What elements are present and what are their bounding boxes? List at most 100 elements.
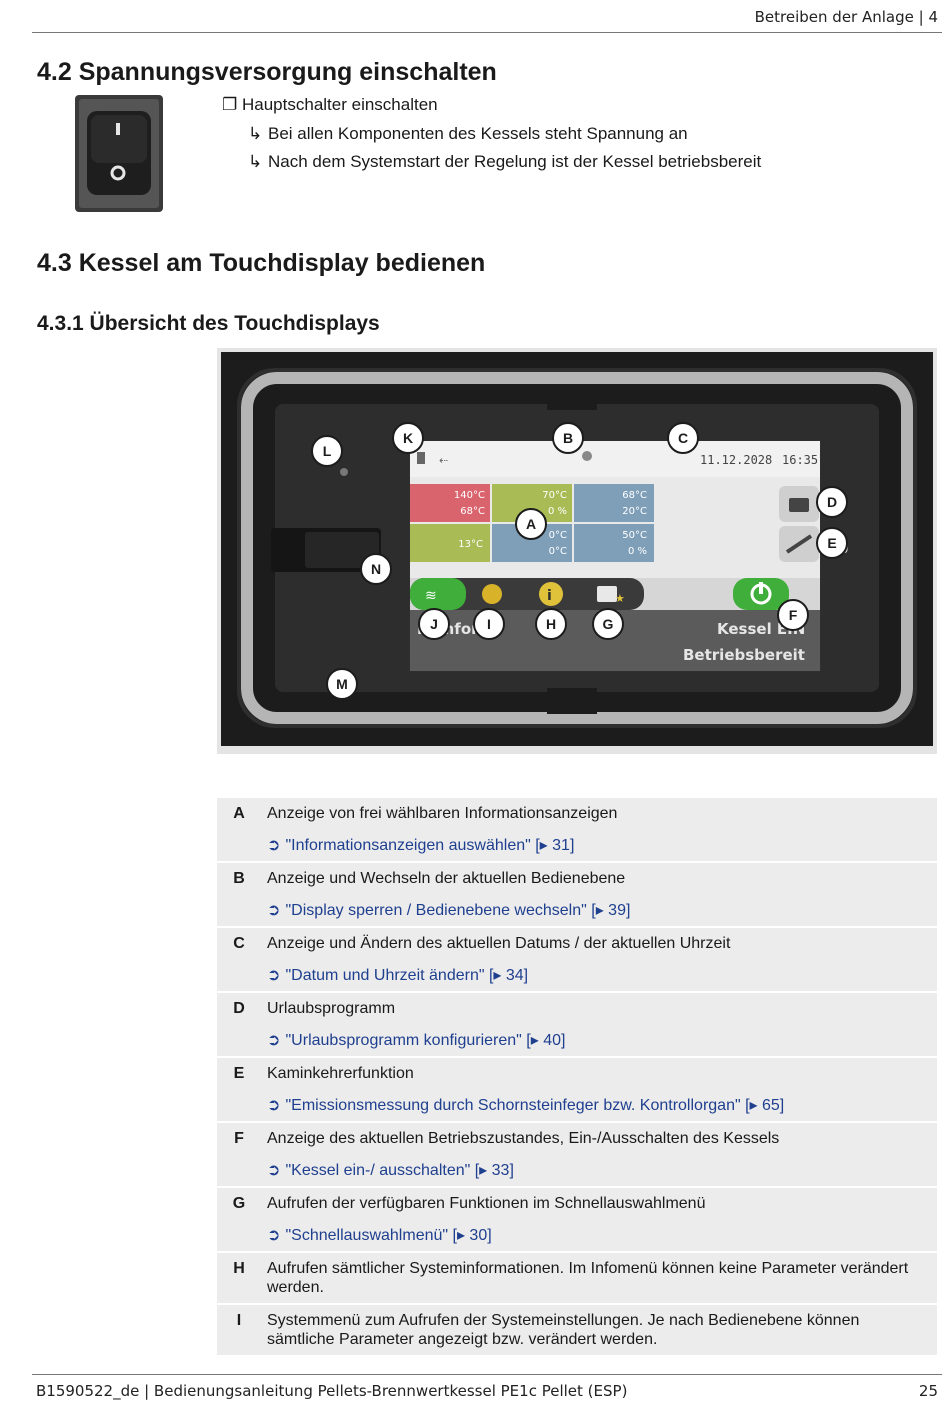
checkbox-icon: ❐ <box>222 95 238 115</box>
legend-row: G Aufrufen der verfügbaren Funktionen im… <box>217 1186 937 1252</box>
suitcase-icon <box>789 498 809 512</box>
cross-reference-link[interactable]: ➲ "Kessel ein-/ ausschalten" [▸ 33] <box>267 1160 925 1180</box>
result-item: ↳ Nach dem Systemstart der Regelung ist d… <box>248 152 761 172</box>
result-arrow-icon: ↳ <box>248 152 263 172</box>
reference-text: "Emissionsmessung durch Schornsteinfeger… <box>285 1097 785 1114</box>
tile-1[interactable] <box>410 484 490 522</box>
legend-text: Anzeige und Wechseln der aktuellen Bedie… <box>261 861 937 927</box>
legend-row: D Urlaubsprogramm➲ "Urlaubsprogramm konf… <box>217 991 937 1057</box>
tile-value: 0°C <box>549 530 567 541</box>
callout-e: E <box>827 535 836 551</box>
usb-symbol-icon: ⇠ <box>439 454 448 467</box>
shower-icon: ≋ <box>425 588 437 604</box>
legend-description: Anzeige von frei wählbaren Informationsa… <box>267 805 618 822</box>
tile-value: 68°C <box>622 490 647 501</box>
legend-text: Anzeige von frei wählbaren Informationsa… <box>261 796 937 862</box>
tile-value: 13°C <box>458 539 483 550</box>
tile-value: 0 % <box>628 546 647 557</box>
legend-text: Aufrufen sämtlicher Systeminformationen.… <box>261 1251 937 1304</box>
tile-value: 68°C <box>460 506 485 517</box>
cross-reference-link[interactable]: ➲ "Display sperren / Bedienebene wechsel… <box>267 900 925 920</box>
legend-row: E Kaminkehrerfunktion➲ "Emissionsmessung… <box>217 1056 937 1122</box>
cross-reference-link[interactable]: ➲ "Schnellauswahlmenü" [▸ 30] <box>267 1225 925 1245</box>
reference-arrow-icon: ➲ <box>267 900 286 919</box>
callout-h: H <box>546 616 556 632</box>
page-number: 25 <box>918 1382 938 1400</box>
legend-text: Anzeige und Ändern des aktuellen Datums … <box>261 926 937 992</box>
section-title-4-3-1: 4.3.1 Übersicht des Touchdisplays <box>37 312 380 335</box>
result-text: Bei allen Komponenten des Kessels steht … <box>268 124 688 143</box>
tile-value: 0°C <box>549 546 567 557</box>
cross-reference-link[interactable]: ➲ "Urlaubsprogramm konfigurieren" [▸ 40] <box>267 1030 925 1050</box>
status-line-2: Betriebsbereit <box>683 646 805 664</box>
footer-rule <box>32 1374 942 1375</box>
info-menu-button[interactable] <box>539 582 563 606</box>
main-switch-image <box>75 95 163 212</box>
cross-reference-link[interactable]: ➲ "Informationsanzeigen auswählen" [▸ 31… <box>267 835 925 855</box>
callout-n: N <box>371 561 381 577</box>
callout-g: G <box>603 616 614 632</box>
tile-value: 20°C <box>622 506 647 517</box>
reference-text: "Datum und Uhrzeit ändern" [▸ 34] <box>285 967 529 984</box>
system-menu-button[interactable] <box>482 584 502 604</box>
step-main-switch: ❐Hauptschalter einschalten <box>222 95 438 115</box>
callout-a: A <box>526 516 536 532</box>
legend-key: C <box>217 926 261 992</box>
tile-value: 0 % <box>548 506 567 517</box>
legend-row: C Anzeige und Ändern des aktuellen Datum… <box>217 926 937 992</box>
legend-key: D <box>217 991 261 1057</box>
reference-arrow-icon: ➲ <box>267 1225 286 1244</box>
section-title-4-3: 4.3 Kessel am Touchdisplay bedienen <box>37 249 486 277</box>
footer-document-title: B1590522_de | Bedienungsanleitung Pellet… <box>36 1382 628 1400</box>
legend-key: E <box>217 1056 261 1122</box>
reference-arrow-icon: ➲ <box>267 835 286 854</box>
comfort-menu-button[interactable] <box>410 578 466 610</box>
legend-text: Systemmenü zum Aufrufen der Systemeinste… <box>261 1303 937 1355</box>
legend-text: Urlaubsprogramm➲ "Urlaubsprogramm konfig… <box>261 991 937 1057</box>
callout-m: M <box>336 676 348 692</box>
info-icon: i <box>547 588 552 604</box>
legend-key: G <box>217 1186 261 1252</box>
reference-text: "Urlaubsprogramm konfigurieren" [▸ 40] <box>285 1032 566 1049</box>
callout-i: I <box>487 616 491 632</box>
reference-text: "Schnellauswahlmenü" [▸ 30] <box>285 1227 492 1244</box>
legend-key: F <box>217 1121 261 1187</box>
quick-select-button[interactable] <box>597 586 617 602</box>
legend-description: Anzeige und Ändern des aktuellen Datums … <box>267 935 731 952</box>
running-header: Betreiben der Anlage | 4 <box>754 8 938 26</box>
chimney-sweep-icon <box>785 534 813 554</box>
header-rule <box>32 32 942 33</box>
reference-arrow-icon: ➲ <box>267 1030 286 1049</box>
tile-4[interactable] <box>410 524 490 562</box>
legend-row: H Aufrufen sämtlicher Systeminformatione… <box>217 1251 937 1304</box>
legend-description: Anzeige des aktuellen Betriebszustandes,… <box>267 1130 780 1147</box>
tile-3[interactable] <box>574 484 654 522</box>
tile-value: 140°C <box>454 490 485 501</box>
tile-value: 70°C <box>542 490 567 501</box>
step-text: Hauptschalter einschalten <box>242 95 438 114</box>
star-icon: ★ <box>615 592 625 605</box>
reference-arrow-icon: ➲ <box>267 965 286 984</box>
result-text: Nach dem Systemstart der Regelung ist de… <box>268 152 762 171</box>
legend-description: Aufrufen der verfügbaren Funktionen im S… <box>267 1195 706 1212</box>
tile-6[interactable] <box>574 524 654 562</box>
callout-f: F <box>789 607 798 623</box>
user-level-icon <box>582 451 592 461</box>
reference-text: "Display sperren / Bedienebene wechseln"… <box>285 902 631 919</box>
legend-row: A Anzeige von frei wählbaren Information… <box>217 796 937 862</box>
cross-reference-link[interactable]: ➲ "Emissionsmessung durch Schornsteinfeg… <box>267 1095 925 1115</box>
legend-row: F Anzeige des aktuellen Betriebszustande… <box>217 1121 937 1187</box>
reference-text: "Informationsanzeigen auswählen" [▸ 31] <box>285 837 575 854</box>
tile-value: 50°C <box>622 530 647 541</box>
legend-text: Kaminkehrerfunktion➲ "Emissionsmessung d… <box>261 1056 937 1122</box>
section-title-4-2: 4.2 Spannungsversorgung einschalten <box>37 58 497 86</box>
result-item: ↳Bei allen Komponenten des Kessels steht… <box>248 124 688 144</box>
legend-text: Anzeige des aktuellen Betriebszustandes,… <box>261 1121 937 1187</box>
reference-arrow-icon: ➲ <box>267 1095 286 1114</box>
cross-reference-link[interactable]: ➲ "Datum und Uhrzeit ändern" [▸ 34] <box>267 965 925 985</box>
callout-l: L <box>323 443 332 459</box>
legend-row: B Anzeige und Wechseln der aktuellen Bed… <box>217 861 937 927</box>
callout-j: J <box>430 616 438 632</box>
legend-table: A Anzeige von frei wählbaren Information… <box>217 796 937 1355</box>
display-time: 16:35 <box>782 453 818 467</box>
